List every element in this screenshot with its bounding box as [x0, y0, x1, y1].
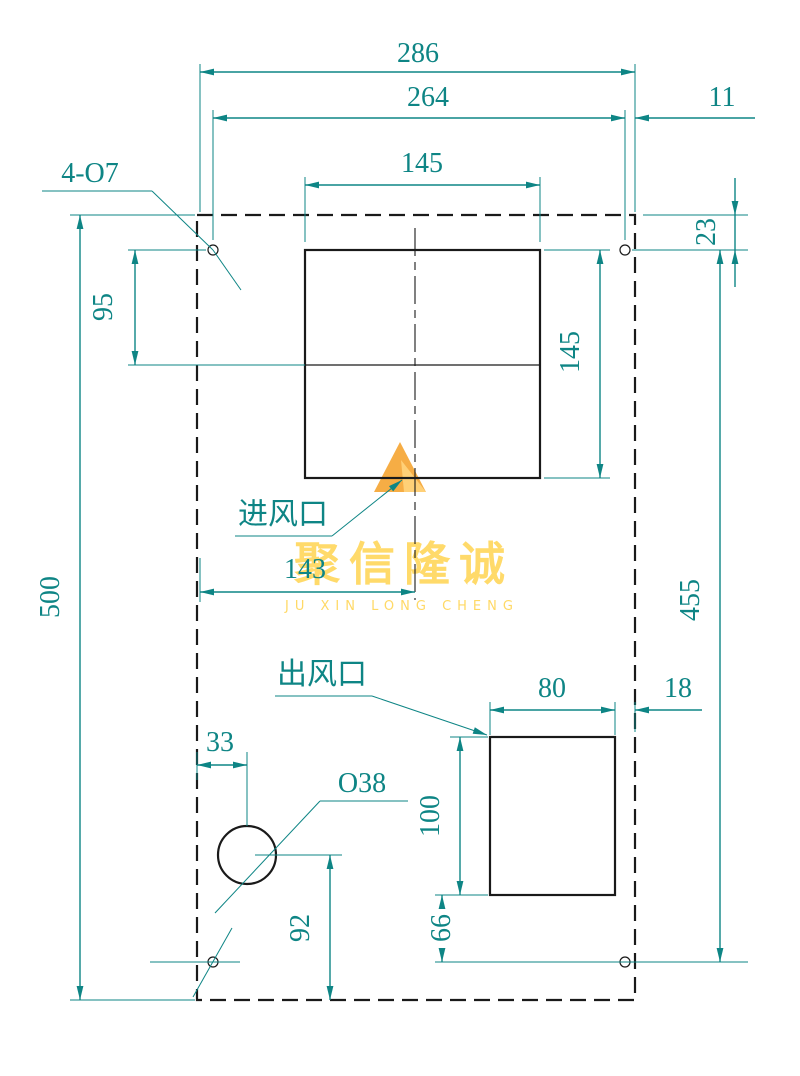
- inlet-cutout: [303, 248, 542, 480]
- watermark-subtitle: JU XIN LONG CHENG: [284, 599, 519, 614]
- mounting-hole-top-left: [207, 244, 219, 256]
- watermark: 聚信隆诚 JU XIN LONG CHENG: [284, 442, 519, 614]
- mounting-hole-top-right: [619, 244, 631, 256]
- panel-outline: [195, 213, 637, 1002]
- dim-text-66: 66: [426, 914, 457, 942]
- label-outlet: 出风口: [275, 658, 488, 736]
- note-text-O38: O38: [338, 768, 386, 799]
- dim-outlet-from-right-edge: 18: [634, 673, 702, 732]
- dim-inlet-height: 145: [544, 249, 610, 479]
- dim-overall-height: 500: [35, 214, 195, 1001]
- note-mounting-holes: 4-O7: [42, 158, 242, 291]
- dim-outlet-bottom-offset: 66: [426, 895, 457, 962]
- dim-text-145-height: 145: [555, 331, 586, 373]
- dim-hole-span-width: 264: [212, 82, 626, 240]
- watermark-name: 聚信隆诚: [293, 537, 514, 591]
- label-text-inlet: 进风口: [238, 498, 328, 531]
- dim-outlet-height: 100: [415, 736, 488, 896]
- watermark-logo-triangle-highlight: [401, 460, 426, 492]
- label-inlet: 进风口: [235, 479, 403, 537]
- dim-text-11: 11: [709, 82, 736, 113]
- dim-text-80: 80: [538, 673, 566, 704]
- dim-circle-from-left: 33: [196, 727, 248, 826]
- dim-text-95: 95: [88, 293, 119, 321]
- dim-text-92: 92: [285, 914, 316, 942]
- note-text-4xO7: 4-O7: [61, 158, 119, 189]
- label-text-outlet: 出风口: [277, 658, 367, 691]
- dim-text-100: 100: [415, 795, 446, 837]
- dim-circle-from-bottom: 92: [255, 854, 342, 1000]
- dim-overall-width: 286: [199, 38, 636, 212]
- dim-text-286: 286: [397, 38, 439, 69]
- dim-text-455: 455: [675, 579, 706, 621]
- dim-text-500: 500: [35, 576, 66, 618]
- dim-outlet-width: 80: [489, 673, 616, 735]
- dim-text-18: 18: [664, 673, 692, 704]
- note-cable-hole: O38: [214, 768, 408, 914]
- dim-text-33: 33: [206, 727, 234, 758]
- dim-hole-row-from-top: 23: [632, 178, 748, 287]
- dim-text-23: 23: [691, 218, 722, 246]
- dim-text-143: 143: [284, 554, 326, 585]
- bottom-left-hole-marks: [150, 927, 240, 998]
- dim-text-145-width: 145: [401, 148, 443, 179]
- dim-inlet-center-from-left: 143: [199, 554, 415, 602]
- dim-right-edge-offset: 11: [635, 82, 755, 122]
- dim-inlet-center-from-top: 95: [88, 249, 305, 366]
- dim-inlet-width: 145: [304, 148, 541, 242]
- outlet-cutout: [488, 735, 617, 897]
- dim-text-264: 264: [407, 82, 449, 113]
- dim-hole-span-height: 455: [435, 250, 748, 963]
